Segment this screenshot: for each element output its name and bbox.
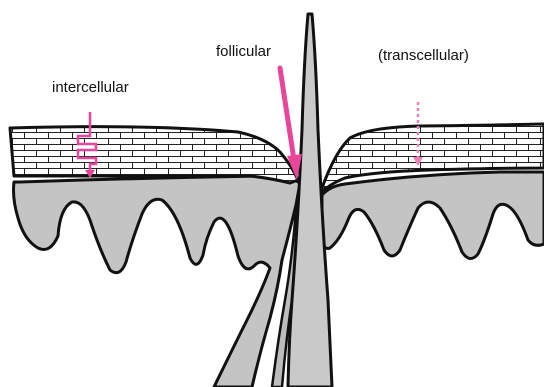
follicular-label: follicular [216,44,271,59]
stratum-corneum-left [10,127,298,183]
intercellular-label: intercellular [52,80,129,95]
dermis-right [322,172,544,259]
transcellular-label: (transcellular) [378,48,469,63]
dermis-left [14,176,301,387]
